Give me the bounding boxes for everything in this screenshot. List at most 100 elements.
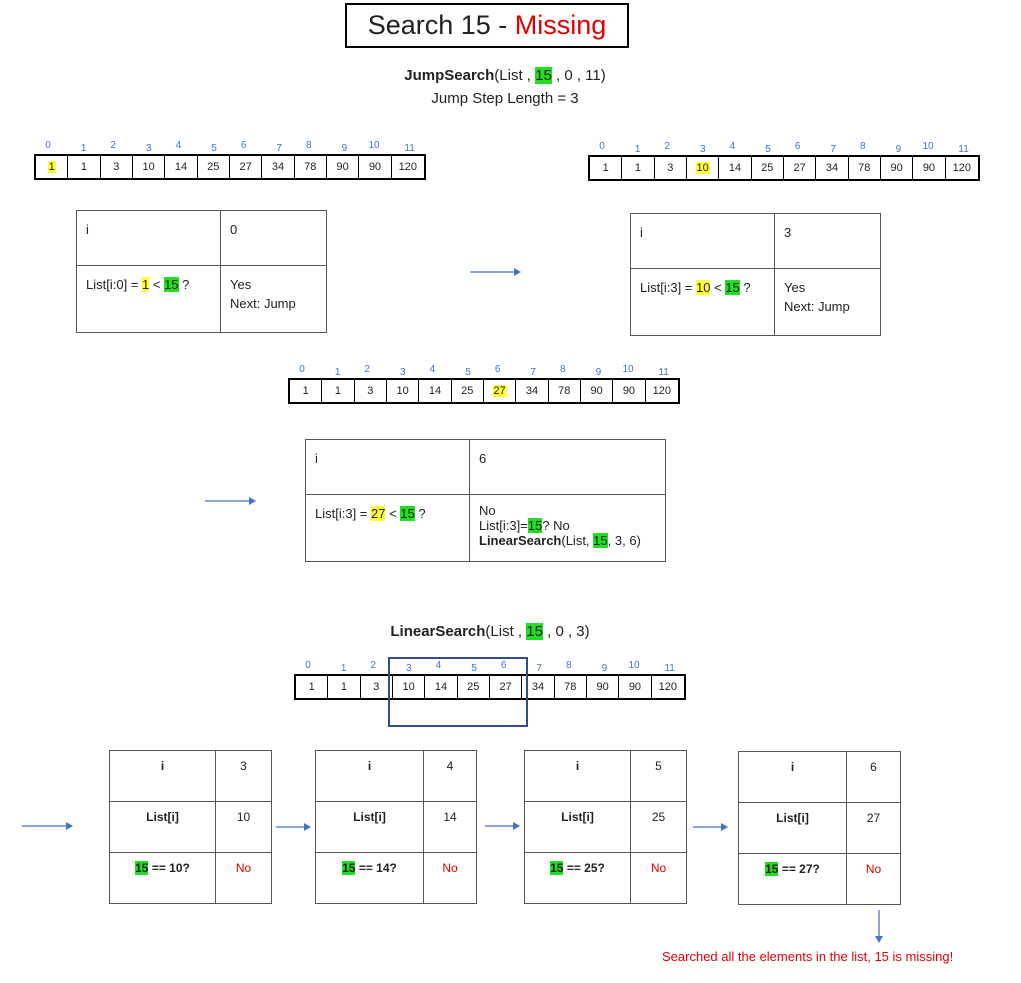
array-cell: 34 (522, 676, 555, 698)
arrow-right-icon (276, 823, 311, 831)
array-cell: 14 (419, 380, 452, 402)
index-label: 9 (595, 367, 602, 378)
index-label: 5 (465, 367, 471, 378)
index-label: 11 (658, 367, 669, 378)
index-label: 8 (566, 660, 572, 671)
index-label: 9 (341, 143, 348, 154)
title-status: Missing (514, 10, 607, 40)
index-label: 8 (860, 141, 866, 152)
index-label: 6 (794, 141, 801, 152)
array-cell: 1 (622, 157, 655, 179)
linear-call: LinearSearch(List , 15 , 0 , 3) (390, 623, 590, 640)
index-label: 7 (530, 367, 536, 378)
index-label: 0 (299, 364, 305, 375)
array-cell: 78 (849, 157, 881, 179)
array-cell: 90 (587, 676, 620, 698)
array-cell: 120 (658, 681, 677, 693)
index-label: 0 (305, 660, 311, 671)
array-cell: 3 (655, 157, 687, 179)
array-cell: 14 (165, 156, 198, 178)
index-label: 3 (400, 367, 406, 378)
jump-pre: (List , (494, 67, 536, 84)
step2-condition: List[i:3] = 10 < 15 ? (630, 268, 775, 336)
array-cell: 1 (290, 380, 323, 402)
array-cell: 10 (387, 380, 420, 402)
array-cell: 90 (581, 380, 614, 402)
array-cell: 90 (359, 156, 392, 178)
array-cell: 10 (687, 157, 720, 179)
array-cell: 25 (752, 157, 784, 179)
index-label: 1 (634, 144, 641, 155)
array-cell: 3 (355, 380, 387, 402)
index-label: 6 (240, 140, 247, 151)
array-cell: 90 (913, 157, 946, 179)
index-label: 4 (175, 140, 182, 151)
index-label: 10 (628, 660, 640, 671)
array-cell: 120 (652, 385, 671, 397)
arrow-right-icon (205, 497, 256, 505)
array-cell: 34 (516, 380, 549, 402)
index-label: 2 (364, 364, 370, 375)
array-cell: 14 (719, 157, 752, 179)
linear-fn: LinearSearch (390, 623, 486, 640)
array-cell: 1 (322, 380, 355, 402)
index-label: 8 (306, 140, 312, 151)
index-label: 7 (276, 143, 282, 154)
array-cell: 10 (133, 156, 166, 178)
index-label: 11 (664, 663, 675, 674)
title-box: Search 15 - Missing (345, 3, 629, 48)
array-cell: 3 (361, 676, 393, 698)
array-cell: 34 (816, 157, 849, 179)
index-label: 6 (494, 364, 501, 375)
index-label: 7 (536, 663, 542, 674)
index-label: 10 (368, 140, 380, 151)
index-label: 10 (622, 364, 634, 375)
linear-range-box (388, 657, 528, 727)
array-cell: 25 (198, 156, 230, 178)
index-label: 5 (471, 663, 477, 674)
jump-post: , 0 , 11) (551, 67, 606, 84)
index-label: 2 (110, 140, 116, 151)
jump-fn: JumpSearch (404, 67, 495, 84)
index-label: 5 (211, 143, 217, 154)
step3-i-value: 6 (469, 439, 666, 495)
index-label: 4 (429, 364, 436, 375)
array-cell: 34 (262, 156, 295, 178)
arrow-down-icon (875, 910, 883, 943)
step2-i-value: 3 (774, 213, 881, 269)
step3-answer: No List[i:3]=15? No LinearSearch(List, 1… (469, 494, 666, 562)
arrow-right-icon (22, 822, 73, 830)
index-label: 4 (435, 660, 442, 671)
index-label: 0 (45, 140, 51, 151)
index-label: 1 (80, 143, 87, 154)
index-label: 4 (729, 141, 736, 152)
step1-condition: List[i:0] = 1 < 15 ? (76, 265, 221, 333)
jump-call: JumpSearch(List , 15 , 0 , 11) (345, 67, 665, 84)
index-label: 10 (922, 141, 934, 152)
array-cell: 14 (425, 676, 458, 698)
index-label: 8 (560, 364, 566, 375)
title-prefix: Search 15 - (367, 10, 515, 40)
array-cell: 10 (393, 676, 426, 698)
arrow-right-icon (693, 823, 728, 831)
index-label: 3 (700, 144, 706, 155)
array-cell: 25 (452, 380, 484, 402)
array-cell: 90 (619, 676, 652, 698)
array-cell: 1 (328, 676, 361, 698)
array-cell: 27 (784, 157, 817, 179)
array-cell: 27 (230, 156, 263, 178)
